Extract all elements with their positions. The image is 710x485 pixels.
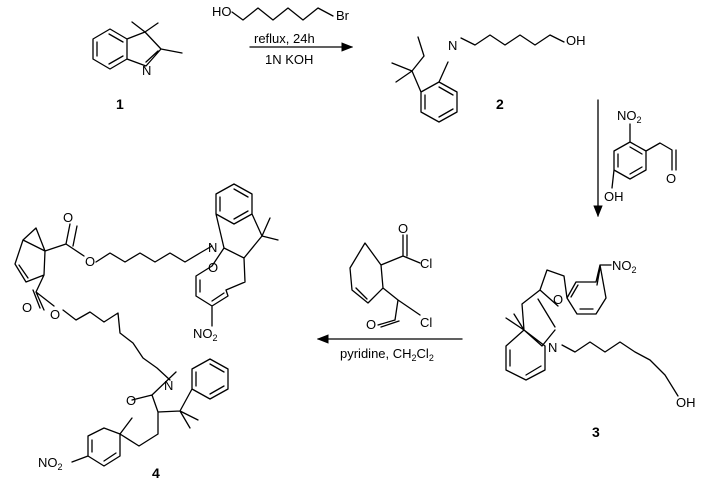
reagent-nitrosalicylaldehyde: NO2 OH O [604, 108, 677, 204]
step-1-condition-2: 1N KOH [265, 52, 313, 67]
acid-chloride-cl-bottom: Cl [420, 315, 432, 330]
compound-4-o-atom-top: O [208, 260, 218, 275]
aldehyde-bonds [611, 123, 677, 189]
compound-3-no2: NO2 [612, 258, 637, 275]
compound-2-bonds [391, 34, 565, 123]
aldehyde-oh: OH [604, 189, 624, 204]
bromohexanol-ho: HO [212, 4, 232, 19]
compound-4-o-ester-1: O [63, 210, 73, 225]
compound-4-no2-bottom: NO2 [38, 455, 63, 472]
compound-1-bonds [92, 21, 183, 70]
acid-chloride-bonds [349, 234, 421, 328]
compound-4-number: 4 [152, 465, 160, 481]
acid-chloride-o-top: O [398, 221, 408, 236]
compound-1-number: 1 [116, 96, 124, 112]
reagent-acid-chloride: O Cl O Cl [349, 221, 432, 332]
compound-4-no2-top: NO2 [193, 326, 218, 343]
step-3-condition: pyridine, CH2Cl2 [340, 346, 434, 363]
compound-4-o-ester-4: O [50, 307, 60, 322]
compound-3-number: 3 [592, 424, 600, 440]
compound-4-n-atom-top: N [208, 240, 217, 255]
compound-4-o-ester-2: O [85, 254, 95, 269]
step-3: pyridine, CH2Cl2 [316, 334, 463, 363]
compound-3-n-atom: N [548, 340, 557, 355]
step-1: reflux, 24h 1N KOH [249, 31, 354, 67]
step-1-condition-1: reflux, 24h [254, 31, 315, 46]
compound-4-n-atom-bottom: N [164, 378, 173, 393]
compound-2-oh: OH [566, 33, 586, 48]
acid-chloride-cl-top: Cl [420, 256, 432, 271]
bromohexanol-br: Br [336, 8, 350, 23]
reagent-bromohexanol: HO Br [212, 4, 350, 23]
compound-2-n-atom: N [448, 38, 457, 53]
compound-3-oh: OH [676, 395, 696, 410]
compound-2-number: 2 [496, 96, 504, 112]
compound-4: O O O O N O NO2 N O NO2 4 [14, 183, 279, 481]
aldehyde-no2: NO2 [617, 108, 642, 125]
compound-4-bonds [14, 183, 279, 467]
aldehyde-o: O [666, 171, 676, 186]
compound-4-o-atom-bottom: O [126, 393, 136, 408]
acid-chloride-o-bottom: O [366, 317, 376, 332]
compound-2: N OH 2 [391, 33, 586, 123]
compound-3: NO2 O N OH 3 [505, 258, 696, 440]
bromohexanol-chain [231, 7, 334, 21]
compound-3-bonds [505, 264, 679, 397]
compound-1-n-atom: N [142, 63, 151, 78]
compound-3-o-atom: O [553, 292, 563, 307]
compound-4-o-ester-3: O [22, 300, 32, 315]
compound-1: N 1 [92, 21, 183, 112]
